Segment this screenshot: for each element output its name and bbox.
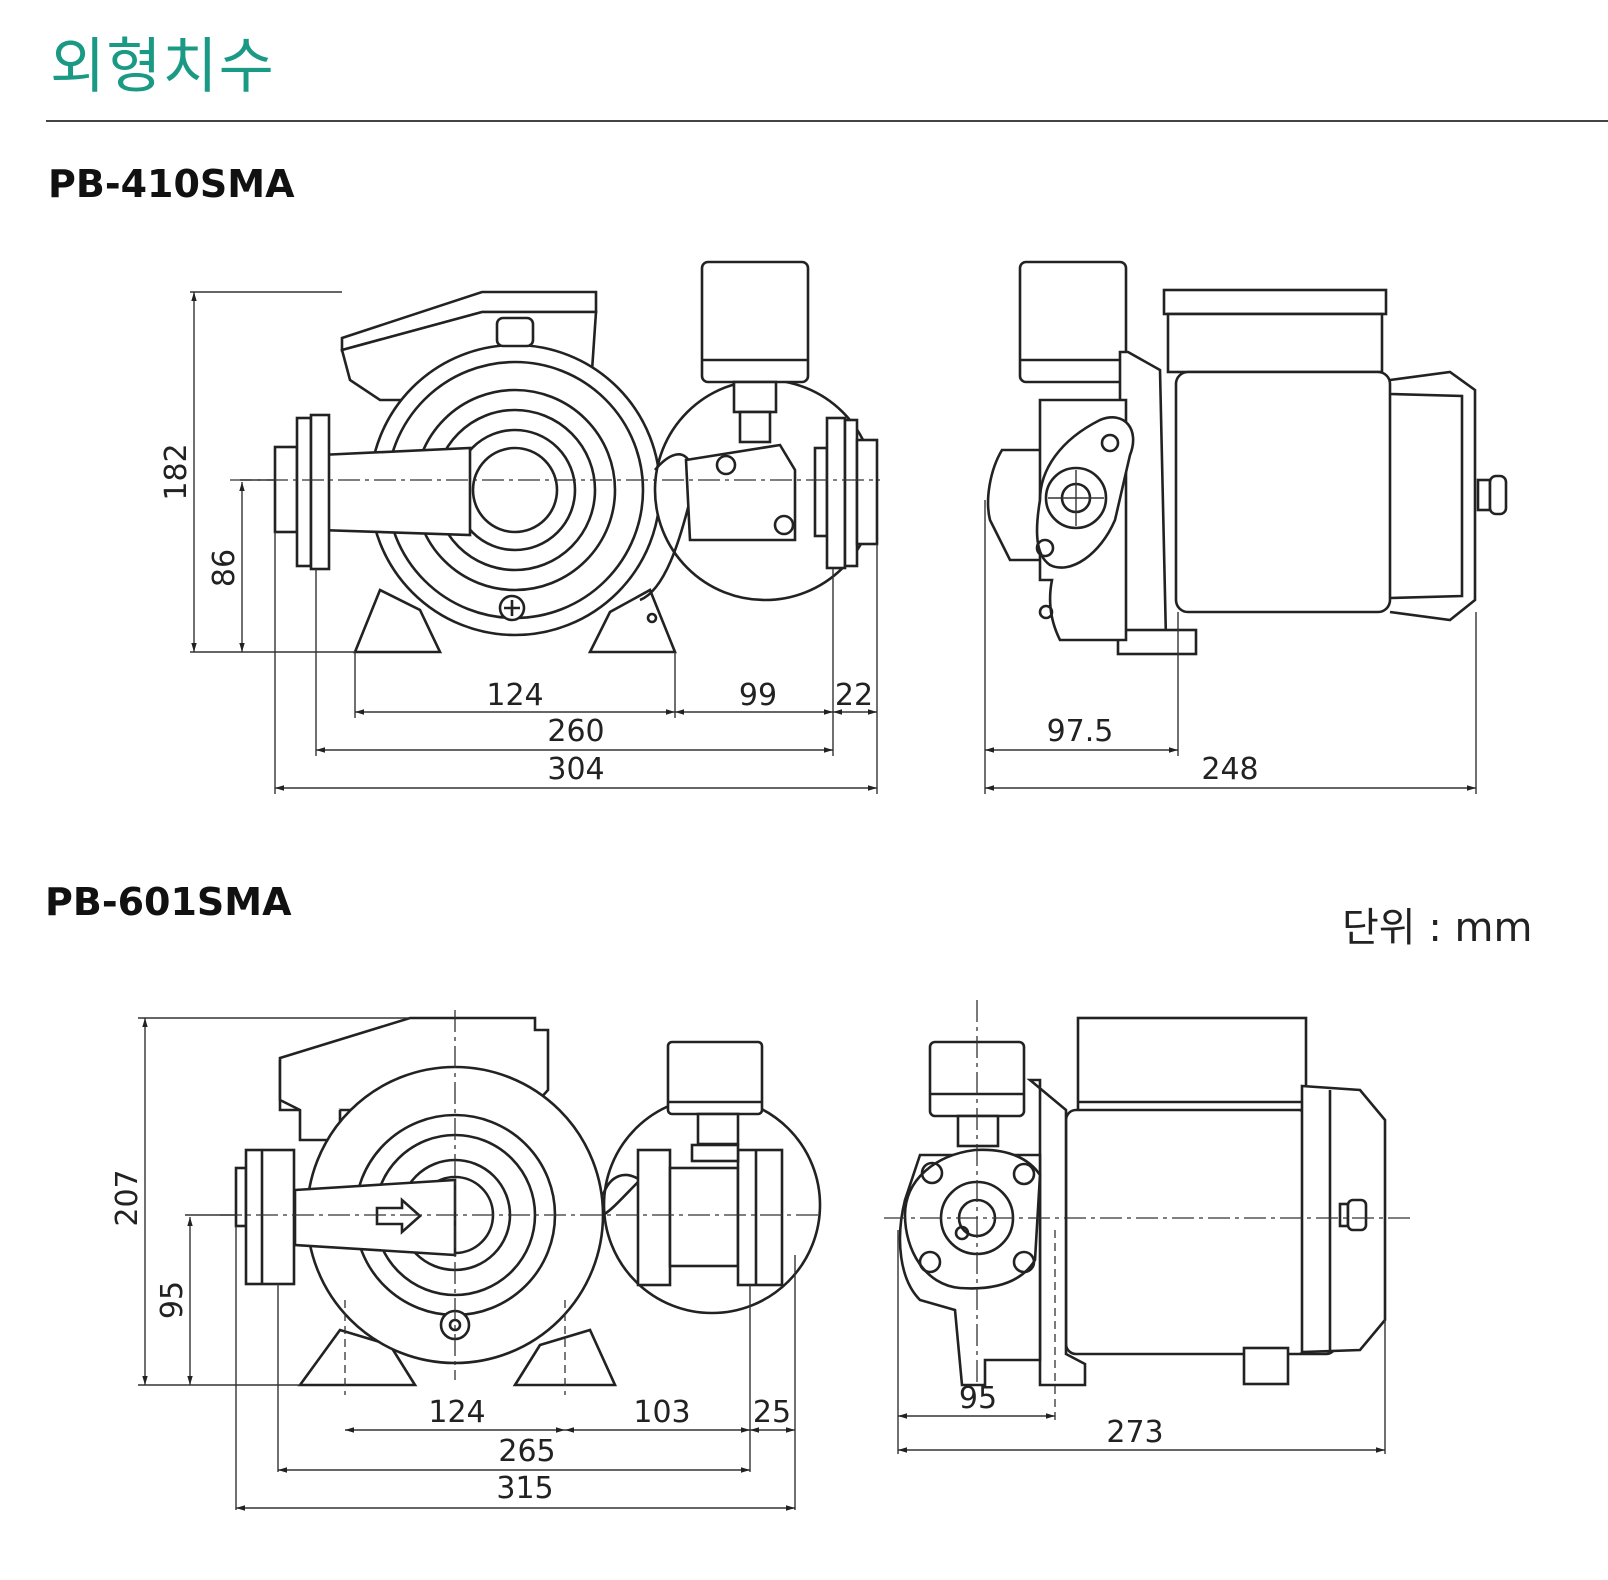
pb-410sma-front-view (230, 260, 880, 654)
pb-410sma-side-view (986, 260, 1508, 656)
pb-410sma-dim-86: 86 (207, 549, 242, 587)
pb-410sma-dim-260: 260 (547, 714, 604, 749)
pb-601sma-dim-265: 265 (498, 1434, 555, 1469)
pb-601sma-dim-103: 103 (633, 1395, 690, 1430)
model-name-pb-601sma: PB-601SMA (45, 880, 292, 924)
pb-410sma-dim-22: 22 (835, 678, 873, 713)
pb-410sma-dim-99: 99 (739, 678, 777, 713)
pb-601sma-front-view (220, 1010, 822, 1395)
page-title: 외형치수 (50, 32, 275, 102)
pb-410sma-side-dimensions: 97.5 248 (984, 500, 1477, 794)
unit-note: 단위 : mm (1342, 905, 1533, 951)
model-name-pb-410sma: PB-410SMA (48, 162, 295, 206)
pb-601sma-dim-315: 315 (496, 1471, 553, 1506)
pb-410sma-dim-182: 182 (159, 443, 194, 500)
pb-410sma-dim-248: 248 (1201, 752, 1258, 787)
pb-601sma-dim-207: 207 (110, 1169, 145, 1226)
pb-410sma-dim-304: 304 (547, 752, 604, 787)
pb-601sma-dim-124: 124 (428, 1395, 485, 1430)
pb-410sma-dim-97-5: 97.5 (1047, 714, 1114, 749)
pb-601sma-dim-273: 273 (1106, 1415, 1163, 1450)
pb-601sma-side-dimensions: 95 273 (897, 1230, 1386, 1454)
pb-601sma-dim-95-side: 95 (959, 1381, 997, 1416)
pb-601sma-side-view (884, 1000, 1410, 1387)
title-divider (46, 120, 1608, 122)
pb-410sma-front-dimensions: 182 86 124 99 22 260 304 (159, 291, 878, 794)
pb-601sma-dim-25: 25 (753, 1395, 791, 1430)
pb-410sma-dim-124: 124 (486, 678, 543, 713)
pb-601sma-front-dimensions: 207 95 124 103 25 265 315 (110, 1017, 796, 1511)
pb-601sma-dim-95: 95 (155, 1281, 190, 1319)
